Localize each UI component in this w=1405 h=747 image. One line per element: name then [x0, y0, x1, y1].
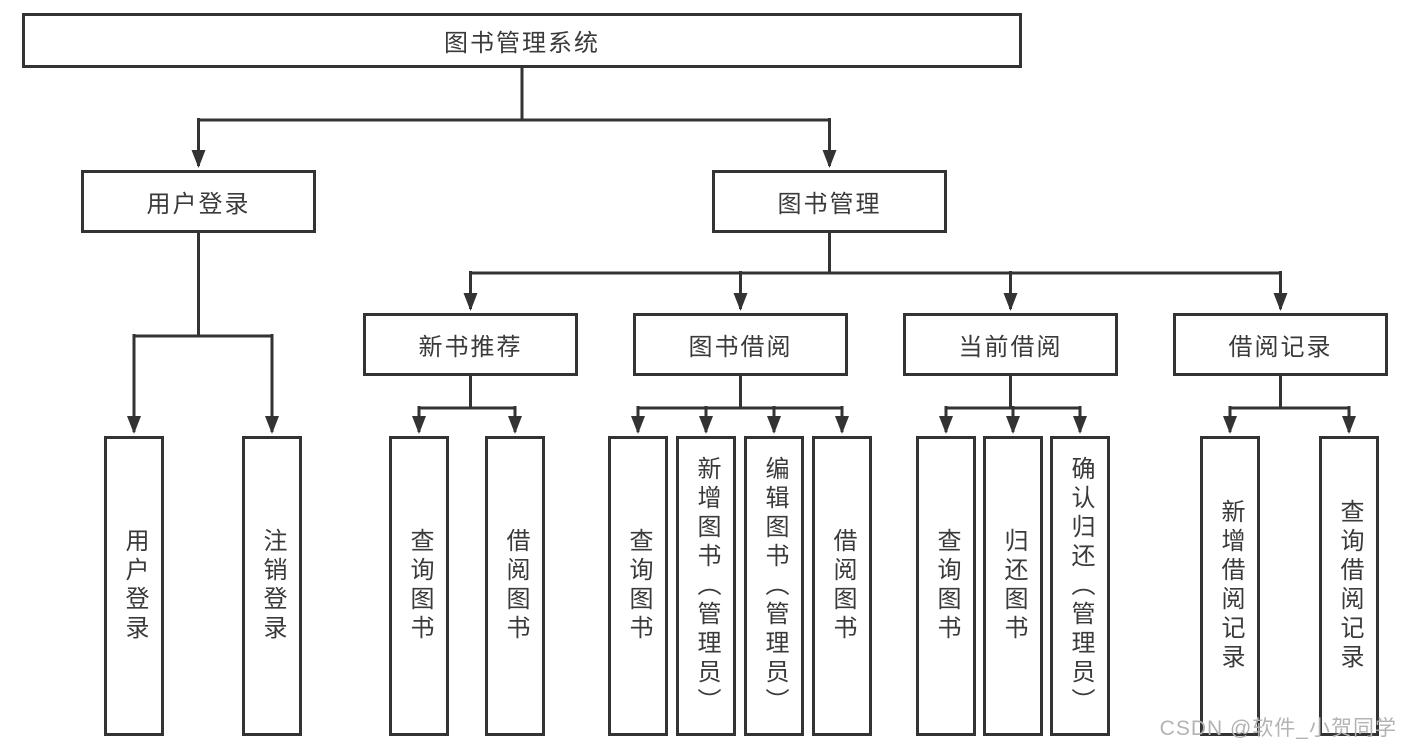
- leaf-borrow-add-books-admin-label: 新增图书（管理员）: [693, 455, 720, 717]
- node-user-login: 用户登录: [81, 170, 316, 233]
- node-borrow-record: 借阅记录: [1173, 313, 1388, 376]
- node-new-book-recommend: 新书推荐: [363, 313, 578, 376]
- node-root: 图书管理系统: [22, 13, 1022, 68]
- leaf-current-query-books-label: 查询图书: [933, 528, 960, 644]
- leaf-user-login-label: 用户登录: [121, 528, 148, 644]
- leaf-record-add: 新增借阅记录: [1200, 436, 1260, 736]
- leaf-logout-login: 注销登录: [242, 436, 302, 736]
- leaf-borrow-borrow-books-label: 借阅图书: [829, 528, 856, 644]
- node-new-book-recommend-label: 新书推荐: [418, 334, 523, 361]
- leaf-current-query-books: 查询图书: [916, 436, 976, 736]
- node-book-borrow-label: 图书借阅: [688, 334, 793, 361]
- leaf-record-add-label: 新增借阅记录: [1217, 499, 1244, 673]
- connector-book-management-to-level3: [463, 233, 1288, 311]
- leaf-borrow-borrow-books: 借阅图书: [812, 436, 872, 736]
- connector-book-borrow-to-leaves: [631, 376, 849, 434]
- leaf-current-confirm-return-admin: 确认归还（管理员）: [1050, 436, 1110, 736]
- leaf-borrow-edit-books-admin: 编辑图书（管理员）: [744, 436, 804, 736]
- leaf-borrow-edit-books-admin-label: 编辑图书（管理员）: [761, 455, 788, 717]
- leaf-user-login: 用户登录: [104, 436, 164, 736]
- node-borrow-record-label: 借阅记录: [1228, 334, 1333, 361]
- node-book-management: 图书管理: [712, 170, 947, 233]
- leaf-current-return-books: 归还图书: [983, 436, 1043, 736]
- leaf-newbook-query-books: 查询图书: [389, 436, 449, 736]
- leaf-borrow-query-books-label: 查询图书: [625, 528, 652, 644]
- leaf-record-query-label: 查询借阅记录: [1336, 499, 1363, 673]
- leaf-newbook-borrow-books-label: 借阅图书: [502, 528, 529, 644]
- node-book-management-label: 图书管理: [777, 191, 882, 218]
- connector-root-to-level2: [191, 68, 837, 168]
- connector-new-book-recommend-to-leaves: [412, 376, 522, 434]
- connector-borrow-record-to-leaves: [1223, 376, 1356, 434]
- leaf-current-return-books-label: 归还图书: [1000, 528, 1027, 644]
- node-current-borrow-label: 当前借阅: [958, 334, 1063, 361]
- node-current-borrow: 当前借阅: [903, 313, 1118, 376]
- leaf-current-confirm-return-admin-label: 确认归还（管理员）: [1067, 455, 1094, 717]
- node-book-borrow: 图书借阅: [633, 313, 848, 376]
- node-root-label: 图书管理系统: [444, 30, 600, 57]
- leaf-newbook-borrow-books: 借阅图书: [485, 436, 545, 736]
- connector-current-borrow-to-leaves: [939, 376, 1087, 434]
- leaf-borrow-add-books-admin: 新增图书（管理员）: [676, 436, 736, 736]
- node-user-login-label: 用户登录: [146, 191, 251, 218]
- leaf-logout-login-label: 注销登录: [259, 528, 286, 644]
- leaf-newbook-query-books-label: 查询图书: [406, 528, 433, 644]
- leaf-borrow-query-books: 查询图书: [608, 436, 668, 736]
- leaf-record-query: 查询借阅记录: [1319, 436, 1379, 736]
- connector-user-login-to-leaves: [127, 233, 279, 434]
- watermark: CSDN @软件_小贺同学: [1159, 717, 1397, 740]
